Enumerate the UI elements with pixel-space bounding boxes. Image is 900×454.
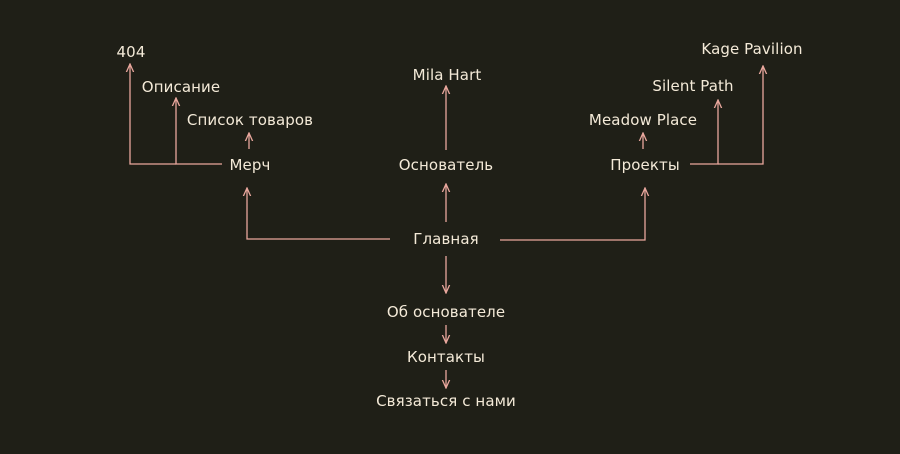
node-mila-hart[interactable]: Mila Hart — [412, 66, 482, 84]
edge-projects-kage — [718, 66, 763, 165]
node-projects[interactable]: Проекты — [610, 156, 680, 174]
edge-home-projects — [500, 188, 645, 241]
node-description[interactable]: Описание — [141, 78, 221, 96]
edge-merch-description — [176, 98, 222, 165]
node-merch[interactable]: Мерч — [229, 156, 271, 174]
node-silent-path[interactable]: Silent Path — [652, 77, 734, 95]
edge-merch-404 — [130, 64, 176, 165]
node-founder[interactable]: Основатель — [398, 156, 494, 174]
node-contacts[interactable]: Контакты — [406, 348, 486, 366]
node-about-founder[interactable]: Об основателе — [386, 303, 506, 321]
node-contact-us[interactable]: Связаться с нами — [376, 392, 516, 410]
node-meadow-place[interactable]: Meadow Place — [588, 111, 698, 129]
edge-home-merch — [247, 188, 390, 240]
node-home[interactable]: Главная — [413, 230, 479, 248]
node-404[interactable]: 404 — [116, 43, 146, 61]
node-product-list[interactable]: Список товаров — [186, 111, 314, 129]
node-kage-pavilion[interactable]: Kage Pavilion — [701, 40, 803, 58]
